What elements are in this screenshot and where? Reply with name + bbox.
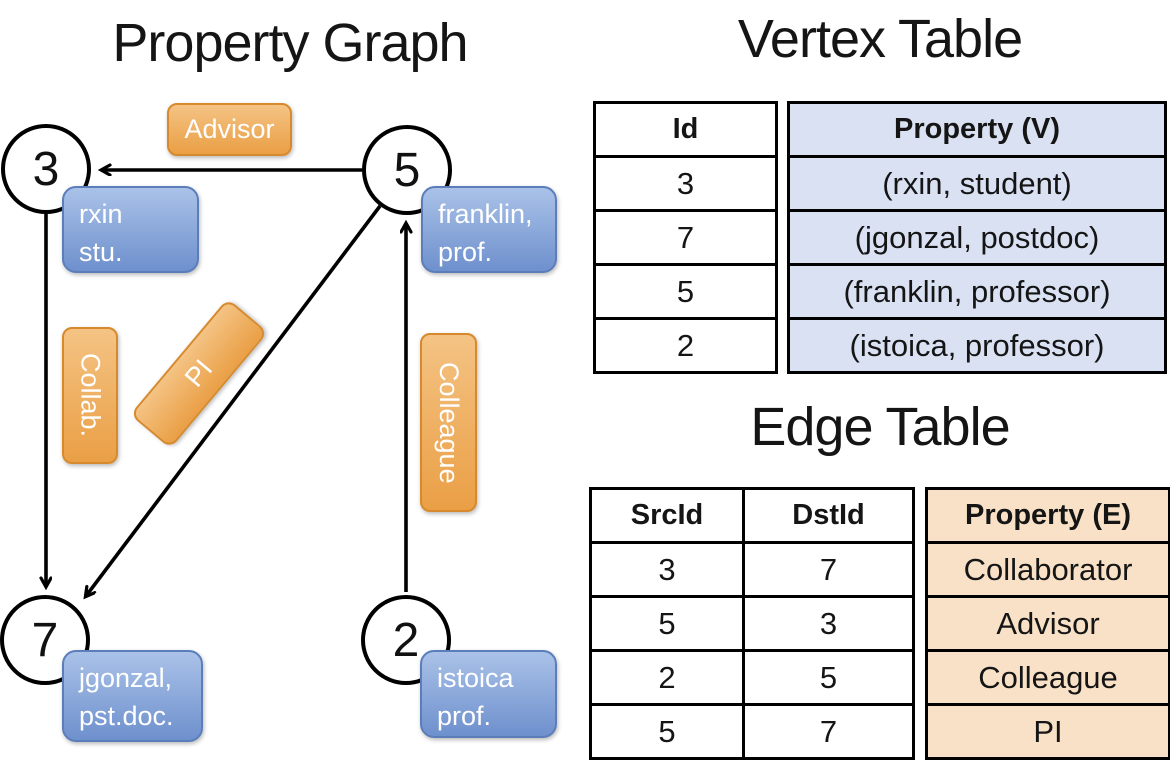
table-row: Id: [593, 101, 778, 158]
edge-srcid-cell: 5: [589, 703, 745, 760]
edge-label-pi: PI: [129, 298, 269, 449]
table-row: (franklin, professor): [787, 263, 1167, 320]
table-row: Collaborator: [925, 541, 1170, 598]
edge-dstid-cell: 3: [742, 595, 915, 652]
table-row: Colleague: [925, 649, 1170, 706]
edge-srcid-cell: 5: [589, 595, 745, 652]
table-row: Advisor: [925, 595, 1170, 652]
table-row: SrcId DstId: [589, 487, 915, 544]
graph-node-5: 5: [362, 125, 452, 215]
table-row: (jgonzal, postdoc): [787, 209, 1167, 266]
vertex-id-cell: 5: [593, 263, 778, 320]
edge-srcid-header: SrcId: [589, 487, 745, 544]
vertex-id-cell: 7: [593, 209, 778, 266]
node-3-property-label: rxin stu.: [62, 186, 199, 273]
edge-property-cell: Collaborator: [925, 541, 1170, 598]
edge-label-advisor: Advisor: [167, 103, 292, 156]
property-graph-title: Property Graph: [112, 13, 468, 73]
table-row: Property (V): [787, 101, 1167, 158]
edge-table-id-columns: SrcId DstId 3 7 5 3 2 5 5 7: [589, 487, 915, 760]
table-row: PI: [925, 703, 1170, 760]
edge-dstid-cell: 7: [742, 703, 915, 760]
edge-property-header: Property (E): [925, 487, 1170, 544]
vertex-property-cell: (rxin, student): [787, 155, 1167, 212]
vertex-property-cell: (istoica, professor): [787, 317, 1167, 374]
edge-property-cell: Advisor: [925, 595, 1170, 652]
node-7-property-label: jgonzal, pst.doc.: [62, 650, 203, 742]
edge-srcid-cell: 2: [589, 649, 745, 706]
vertex-property-cell: (jgonzal, postdoc): [787, 209, 1167, 266]
edge-srcid-cell: 3: [589, 541, 745, 598]
table-row: 2: [593, 317, 778, 374]
vertex-table-title: Vertex Table: [737, 9, 1023, 69]
edge-table-property-column: Property (E) Collaborator Advisor Collea…: [925, 487, 1170, 760]
vertex-id-cell: 2: [593, 317, 778, 374]
vertex-table-property-column: Property (V) (rxin, student) (jgonzal, p…: [787, 101, 1167, 374]
table-row: 3: [593, 155, 778, 212]
edge-property-cell: PI: [925, 703, 1170, 760]
node-5-property-label: franklin, prof.: [421, 186, 557, 273]
table-row: (rxin, student): [787, 155, 1167, 212]
node-3-id: 3: [32, 142, 60, 196]
edge-table: SrcId DstId 3 7 5 3 2 5 5 7 Property (E)…: [589, 487, 1170, 760]
table-row: (istoica, professor): [787, 317, 1167, 374]
edge-dstid-cell: 5: [742, 649, 915, 706]
node-5-id: 5: [393, 143, 421, 197]
vertex-property-header: Property (V): [787, 101, 1167, 158]
edge-dstid-cell: 7: [742, 541, 915, 598]
node-2-property-label: istoica prof.: [420, 650, 557, 738]
table-row: 5 7: [589, 703, 915, 760]
vertex-id-header: Id: [593, 101, 778, 158]
graph-node-3: 3: [1, 124, 91, 214]
vertex-table: Id 3 7 5 2 Property (V) (rxin, student) …: [593, 101, 1167, 374]
edge-table-title: Edge Table: [750, 397, 1010, 457]
edge-label-colleague: Colleague: [420, 333, 477, 512]
node-2-id: 2: [392, 613, 420, 667]
table-row: 2 5: [589, 649, 915, 706]
table-row: 7: [593, 209, 778, 266]
table-row: Property (E): [925, 487, 1170, 544]
vertex-property-cell: (franklin, professor): [787, 263, 1167, 320]
table-row: 3 7: [589, 541, 915, 598]
edge-property-cell: Colleague: [925, 649, 1170, 706]
node-7-id: 7: [31, 613, 59, 667]
table-row: 5: [593, 263, 778, 320]
table-row: 5 3: [589, 595, 915, 652]
vertex-id-cell: 3: [593, 155, 778, 212]
edge-label-collab: Collab.: [62, 327, 118, 464]
edge-dstid-header: DstId: [742, 487, 915, 544]
vertex-table-id-column: Id 3 7 5 2: [593, 101, 778, 374]
